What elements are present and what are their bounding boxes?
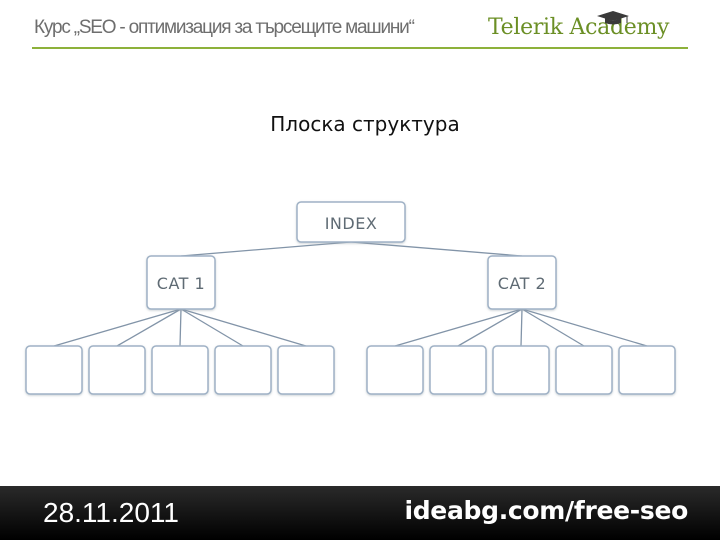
- page-node: [88, 345, 146, 395]
- connector-line: [180, 308, 307, 347]
- page-node: [555, 345, 613, 395]
- connector-line: [521, 308, 585, 347]
- page-node: [618, 345, 676, 395]
- connector-line: [116, 308, 182, 347]
- page-node: [277, 345, 335, 395]
- diagram-nodes: INDEX CAT 1 CAT 2: [25, 201, 676, 395]
- telerik-academy-logo: Telerik Academy: [488, 11, 688, 46]
- connector-lines: [53, 241, 648, 347]
- connector-line: [53, 308, 182, 347]
- page-node: [214, 345, 272, 395]
- connector-line: [394, 308, 523, 347]
- category-label: CAT 2: [498, 274, 546, 293]
- category-node: [487, 255, 557, 310]
- connector-line: [457, 308, 523, 347]
- page-node: [151, 345, 209, 395]
- page-node: [366, 345, 424, 395]
- connector-line: [350, 241, 523, 257]
- site-structure-diagram: INDEX CAT 1 CAT 2: [25, 201, 676, 395]
- page-node: [429, 345, 487, 395]
- connector-line: [180, 241, 352, 257]
- course-title: Курс „SEO - оптимизация за търсещите маш…: [34, 17, 415, 38]
- connector-line: [180, 308, 244, 347]
- graduation-cap-icon: [597, 11, 629, 25]
- footer-url: ideabg.com/free-seo: [404, 496, 688, 525]
- header-divider: [32, 47, 688, 49]
- index-node: [296, 201, 406, 243]
- slide-footer: 28.11.2011 ideabg.com/free-seo: [0, 486, 720, 540]
- logo-text: Telerik Academy: [488, 15, 670, 40]
- page-node: [25, 345, 83, 395]
- category-label: CAT 1: [157, 274, 205, 293]
- page-node: [492, 345, 550, 395]
- footer-date: 28.11.2011: [43, 497, 179, 528]
- category-node: [146, 255, 216, 310]
- slide-header: Курс „SEO - оптимизация за търсещите маш…: [0, 0, 720, 52]
- index-label: INDEX: [325, 214, 378, 233]
- connector-line: [179, 308, 182, 347]
- connector-line: [520, 308, 523, 347]
- slide-title: Плоска структура: [270, 112, 460, 136]
- connector-line: [521, 308, 648, 347]
